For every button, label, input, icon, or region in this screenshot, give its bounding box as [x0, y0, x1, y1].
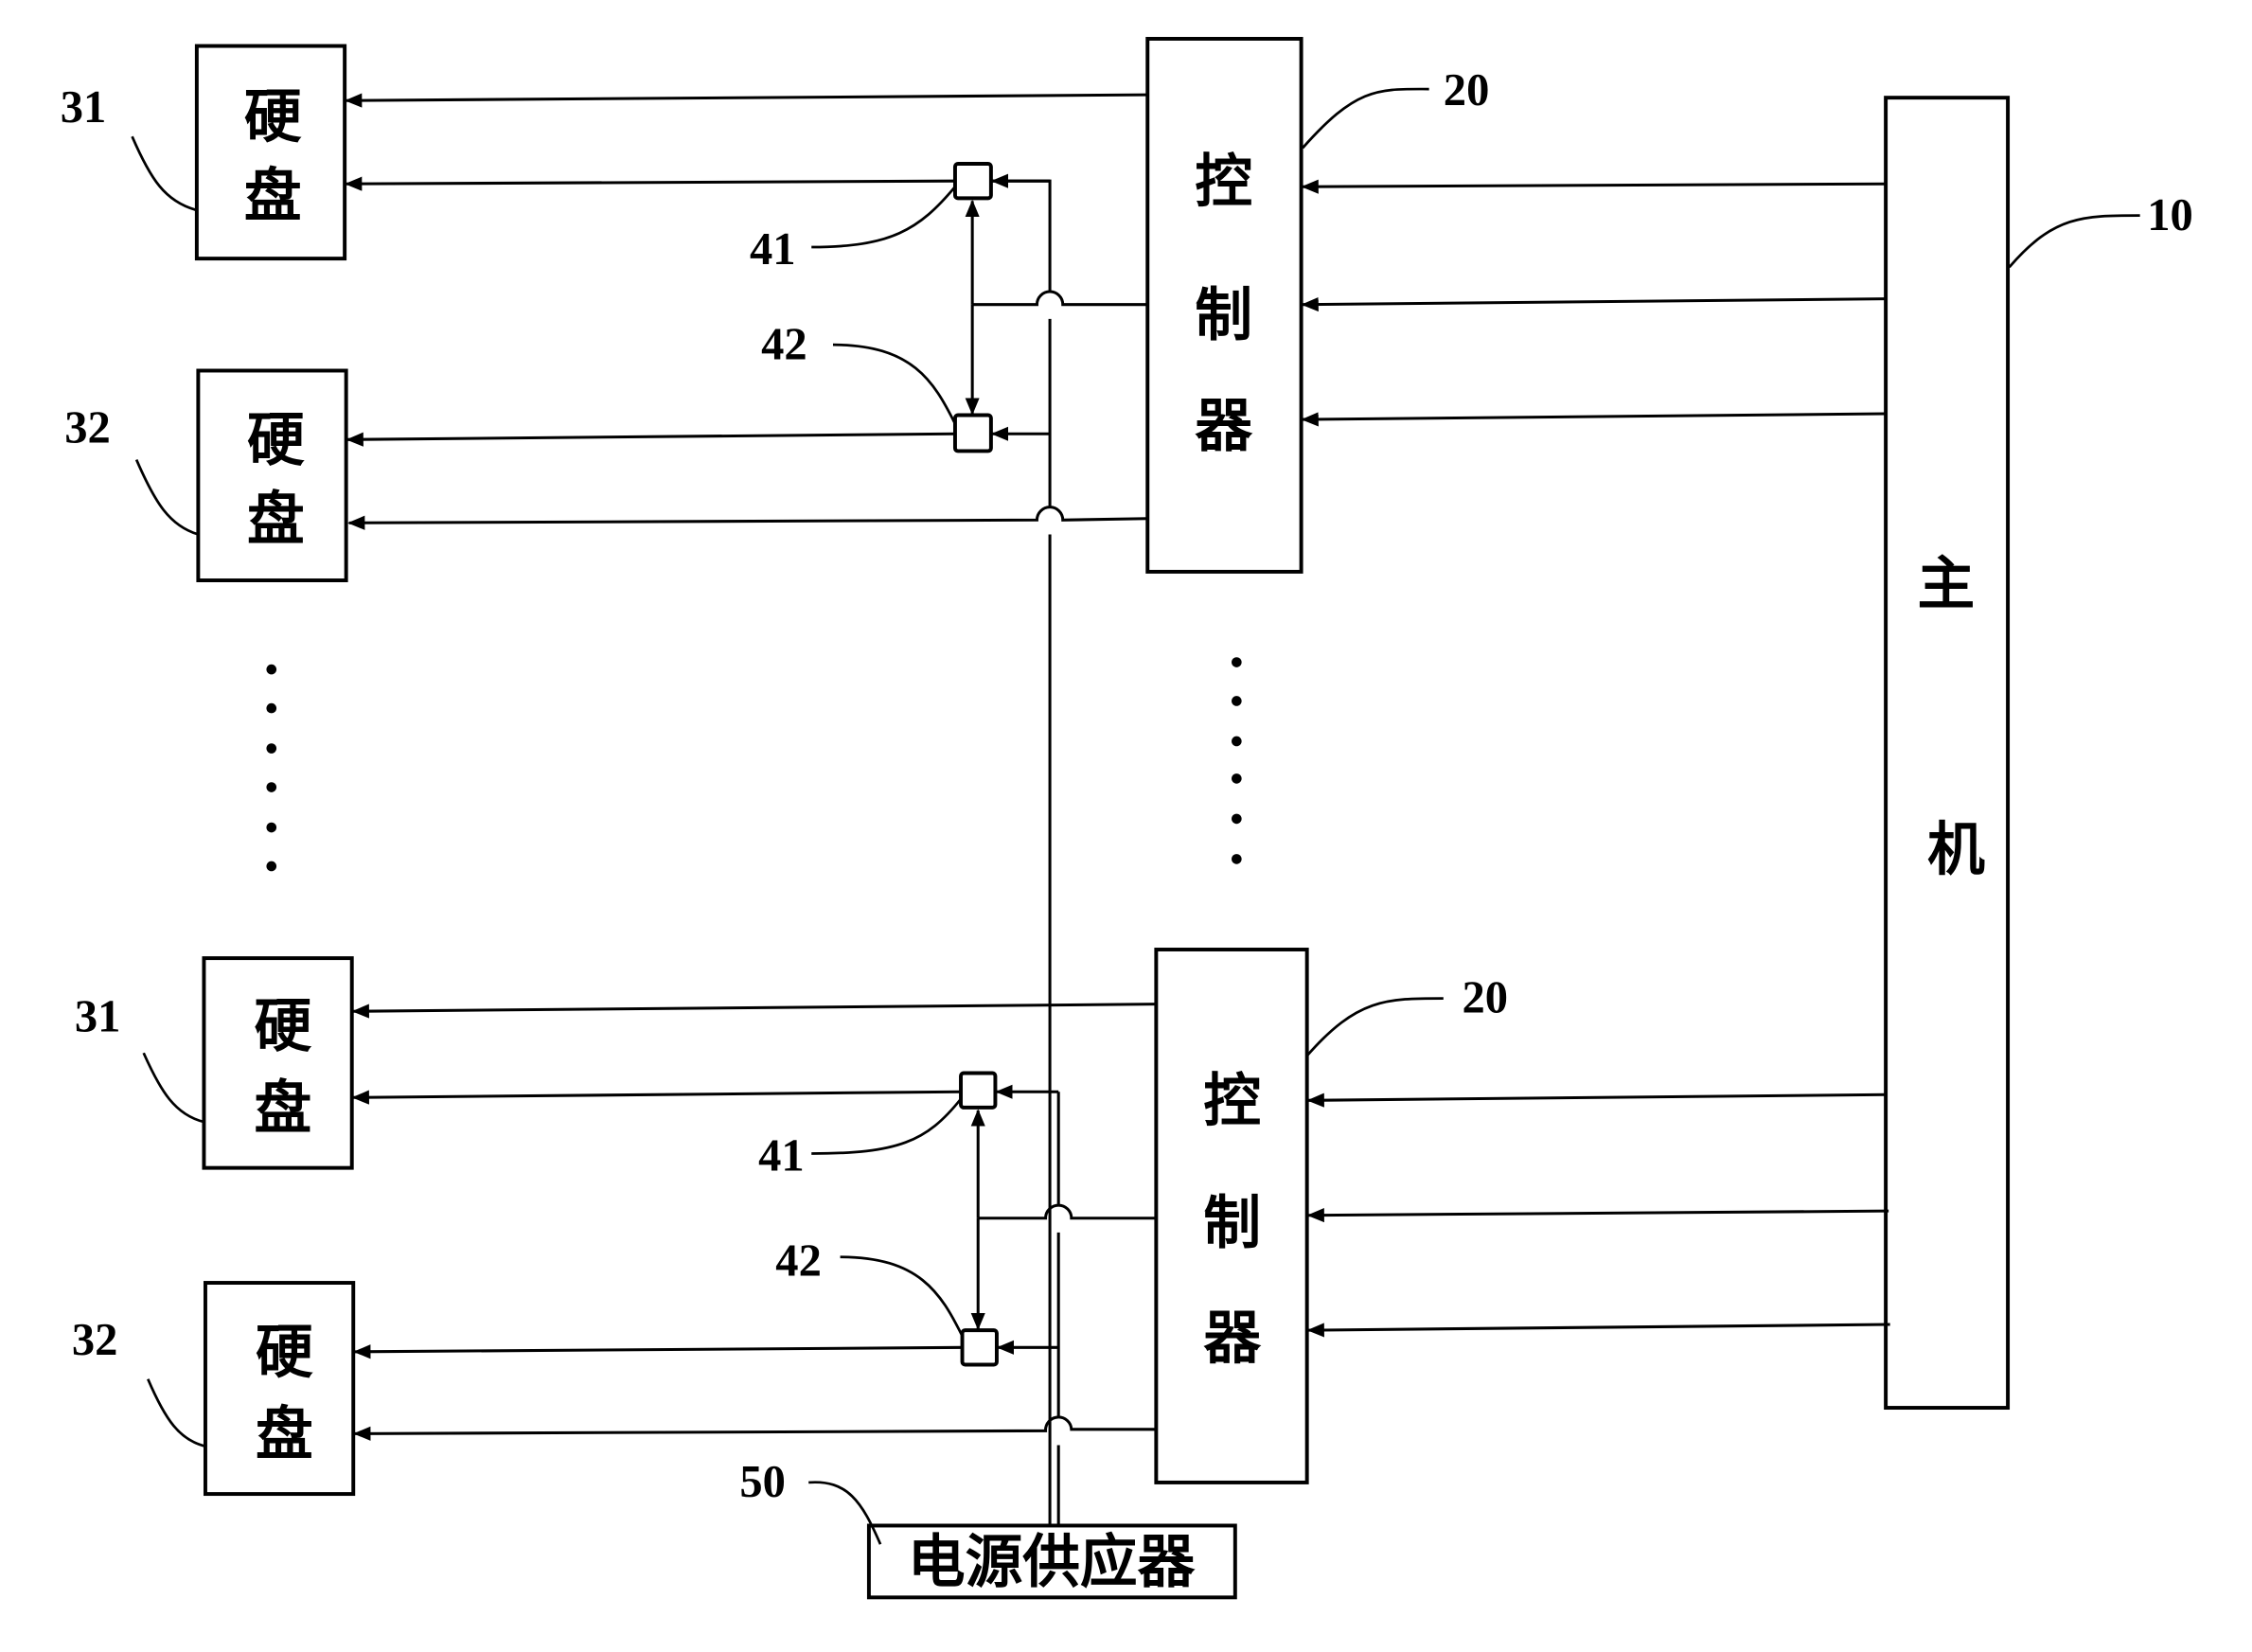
- host-leader-line: [2010, 216, 2140, 268]
- switch-42-bottom: [963, 1330, 997, 1364]
- switch-42-bottom-leader-line: [841, 1257, 963, 1336]
- ellipsis-dot: [266, 665, 276, 675]
- switch-42-to-disk-32-line: [347, 434, 955, 439]
- hard-disk-label-char-1: 硬: [255, 993, 312, 1060]
- host-to-controller-1-line-1: [1303, 184, 1886, 187]
- hard-disk-31-top: 硬 盘 31: [61, 46, 345, 259]
- host-to-controller-2-line-1: [1308, 1094, 1887, 1100]
- controller-1-control-line: [972, 292, 1147, 305]
- switch-42-top-leader-line: [833, 345, 955, 423]
- controller-1-to-disk-32-line: [349, 507, 1148, 524]
- hard-disk-ref-label: 31: [75, 990, 121, 1041]
- switch-41-bottom: [961, 1073, 995, 1107]
- switch-42-top-ref-label: 42: [761, 318, 807, 369]
- ellipsis-dot: [1232, 773, 1242, 784]
- switch-41-top: [955, 164, 991, 198]
- host-to-controller-1-line-3: [1303, 414, 1886, 419]
- controller-2-label-char-2: 制: [1203, 1190, 1261, 1257]
- controller-2-label-char-3: 器: [1203, 1305, 1262, 1372]
- controller-1-label-char-3: 器: [1195, 392, 1253, 459]
- host-label-char-1: 主: [1917, 550, 1975, 617]
- hard-disk-32-bottom: 硬 盘 32: [72, 1283, 353, 1494]
- hard-disk-leader-line: [133, 136, 196, 209]
- hard-disk-ref-label: 32: [64, 401, 111, 453]
- host-box: [1886, 98, 2008, 1408]
- controller-column-ellipsis: [1232, 657, 1242, 864]
- controller-2-to-disk-32-line: [355, 1417, 1157, 1433]
- power-supply-label: 电源供应器: [908, 1529, 1197, 1596]
- switch-42-top: [955, 416, 991, 452]
- switch-41-bottom-leader-line: [811, 1099, 961, 1154]
- ellipsis-dot: [1232, 854, 1242, 864]
- host-to-controller-1-line-2: [1303, 299, 1886, 305]
- host-to-controller-2-line-3: [1308, 1324, 1889, 1330]
- ellipsis-dot: [1232, 814, 1242, 825]
- ellipsis-dot: [266, 703, 276, 714]
- hard-disk-label-char-2: 盘: [247, 486, 305, 553]
- controller-2-control-line: [978, 1205, 1156, 1218]
- controller-1-leader-line: [1303, 89, 1429, 148]
- hard-disk-31-bottom: 硬 盘 31: [75, 958, 352, 1168]
- hard-disk-label-char-1: 硬: [247, 407, 305, 474]
- controller-2-ref-label: 20: [1463, 972, 1509, 1023]
- switch-41-to-disk-31-line: [346, 181, 955, 184]
- controller-2-to-disk-31-line: [353, 1004, 1156, 1012]
- host-label-char-2: 机: [1927, 816, 1985, 883]
- hard-disk-leader-line: [144, 1053, 204, 1122]
- controller-2-leader-line: [1307, 999, 1444, 1057]
- hard-disk-ref-label: 31: [61, 81, 107, 133]
- hard-disk-label-char-2: 盘: [244, 163, 302, 230]
- ellipsis-dot: [266, 782, 276, 792]
- switch-41-bottom-to-disk-31-line: [353, 1092, 961, 1097]
- hard-disk-label-char-2: 盘: [256, 1401, 313, 1468]
- hard-disk-leader-line: [136, 460, 198, 535]
- switch-41-bottom-ref-label: 41: [758, 1130, 805, 1181]
- switch-41-top-leader-line: [811, 187, 955, 247]
- ellipsis-dot: [266, 862, 276, 872]
- host-ref-label: 10: [2147, 189, 2193, 240]
- power-supply-ref-label: 50: [739, 1456, 786, 1507]
- ellipsis-dot: [1232, 657, 1242, 667]
- host-block: 主 机 10: [1886, 98, 2193, 1408]
- hard-disk-ref-label: 32: [72, 1314, 118, 1365]
- hard-disk-label-char-1: 硬: [256, 1319, 313, 1386]
- ellipsis-dot: [266, 743, 276, 754]
- host-to-controller-2-line-2: [1308, 1211, 1888, 1216]
- hard-disk-label-char-2: 盘: [255, 1075, 312, 1142]
- hard-disk-32-top: 硬 盘 32: [64, 370, 346, 580]
- power-line-top: [992, 181, 1050, 1525]
- hard-disk-label-char-1: 硬: [244, 83, 302, 151]
- ellipsis-dot: [1232, 737, 1242, 747]
- controller-1-label-char-1: 控: [1195, 148, 1252, 215]
- disk-column-ellipsis: [266, 665, 276, 872]
- ellipsis-dot: [266, 823, 276, 833]
- controller-2-label-char-1: 控: [1203, 1068, 1261, 1135]
- switch-42-bottom-to-disk-32-line: [355, 1347, 963, 1352]
- controller-1-ref-label: 20: [1444, 64, 1490, 115]
- hard-disk-leader-line: [148, 1379, 206, 1447]
- controller-1-to-disk-31-line: [346, 95, 1148, 100]
- controller-1-label-char-2: 制: [1195, 282, 1252, 349]
- ellipsis-dot: [1232, 696, 1242, 706]
- switch-42-bottom-ref-label: 42: [775, 1235, 822, 1286]
- switch-41-top-ref-label: 41: [750, 223, 796, 275]
